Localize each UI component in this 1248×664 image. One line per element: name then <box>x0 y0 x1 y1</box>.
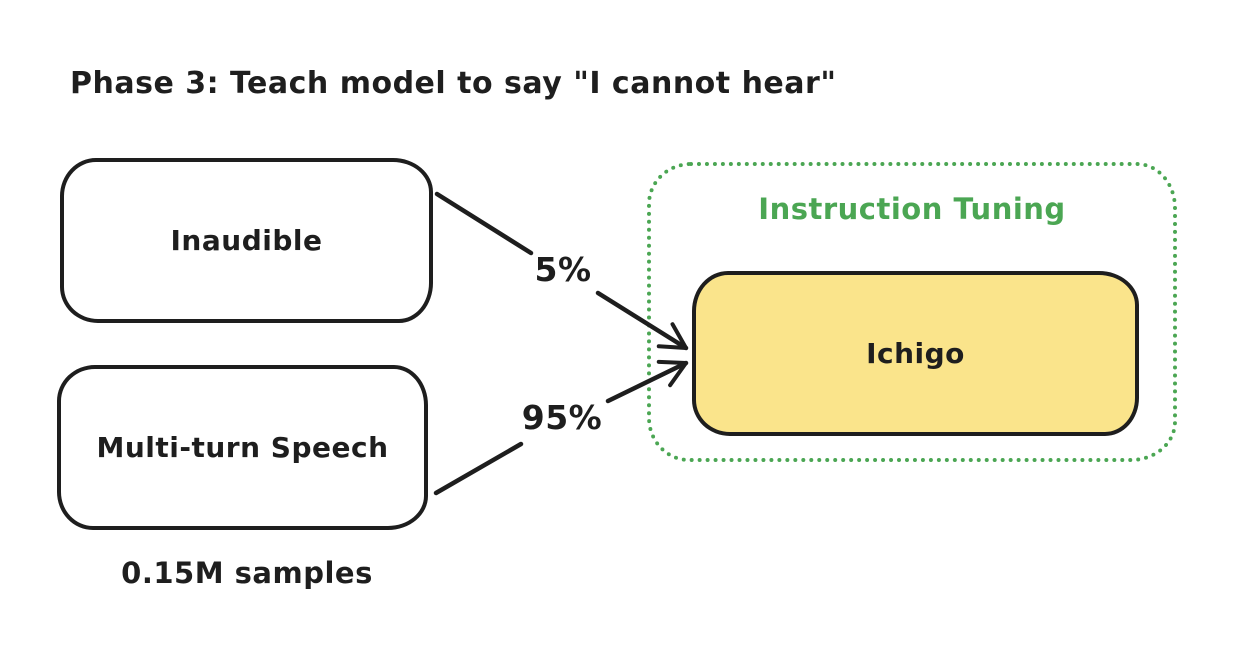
edge-label-5-percent: 5% <box>534 250 592 289</box>
diagram-title: Phase 3: Teach model to say "I cannot he… <box>70 66 837 101</box>
node-ichigo-label: Ichigo <box>866 337 965 370</box>
node-ichigo: Ichigo <box>692 271 1139 436</box>
samples-count-note: 0.15M samples <box>121 556 373 590</box>
node-inaudible-label: Inaudible <box>170 224 323 257</box>
node-inaudible: Inaudible <box>60 158 433 323</box>
node-multi-turn-speech-label: Multi-turn Speech <box>96 431 389 464</box>
edge-label-95-percent: 95% <box>521 398 603 437</box>
node-multi-turn-speech: Multi-turn Speech <box>57 365 428 530</box>
instruction-tuning-group-label: Instruction Tuning <box>758 192 1066 226</box>
instruction-tuning-group: Instruction Tuning Ichigo <box>647 162 1177 462</box>
